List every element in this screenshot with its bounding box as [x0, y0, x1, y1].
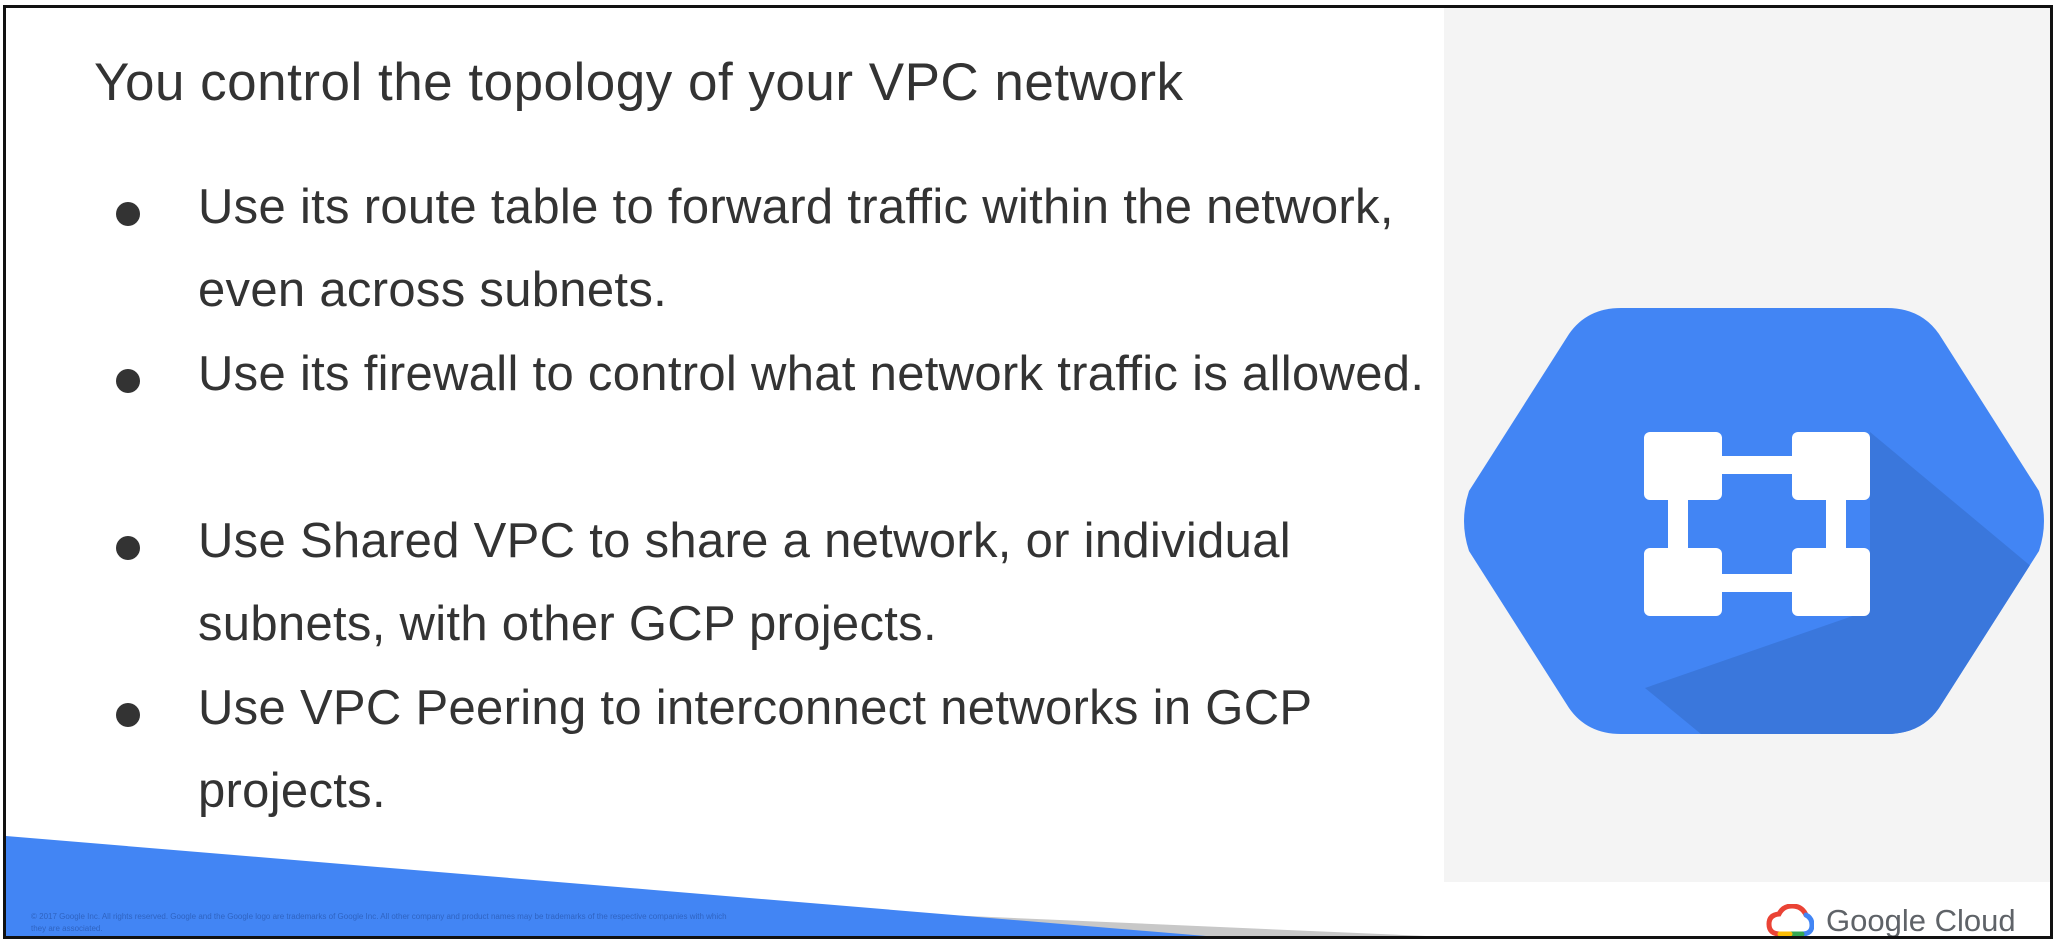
footer-legal-text: © 2017 Google Inc. All rights reserved. … [31, 912, 727, 933]
bullet-dot-icon [116, 369, 140, 393]
bullet-text: Use its route table to forward traffic w… [198, 180, 1394, 317]
bullet-dot-icon [116, 202, 140, 226]
slide: You control the topology of your VPC net… [3, 5, 2053, 939]
bullet-text: Use VPC Peering to interconnect networks… [198, 681, 1312, 818]
vpc-network-hexagon-icon [1464, 308, 2044, 734]
google-cloud-icon [1766, 904, 1814, 936]
slide-title: You control the topology of your VPC net… [94, 53, 1184, 112]
bullet-dot-icon [116, 536, 140, 560]
google-cloud-logo: Google Cloud [1766, 901, 2016, 938]
google-cloud-wordmark: Google Cloud [1826, 903, 2016, 938]
bullet-text: Use its firewall to control what network… [198, 347, 1425, 401]
bottom-stripe-decoration [6, 836, 1426, 936]
bullet-text: Use Shared VPC to share a network, or in… [198, 514, 1291, 651]
bullet-dot-icon [116, 703, 140, 727]
